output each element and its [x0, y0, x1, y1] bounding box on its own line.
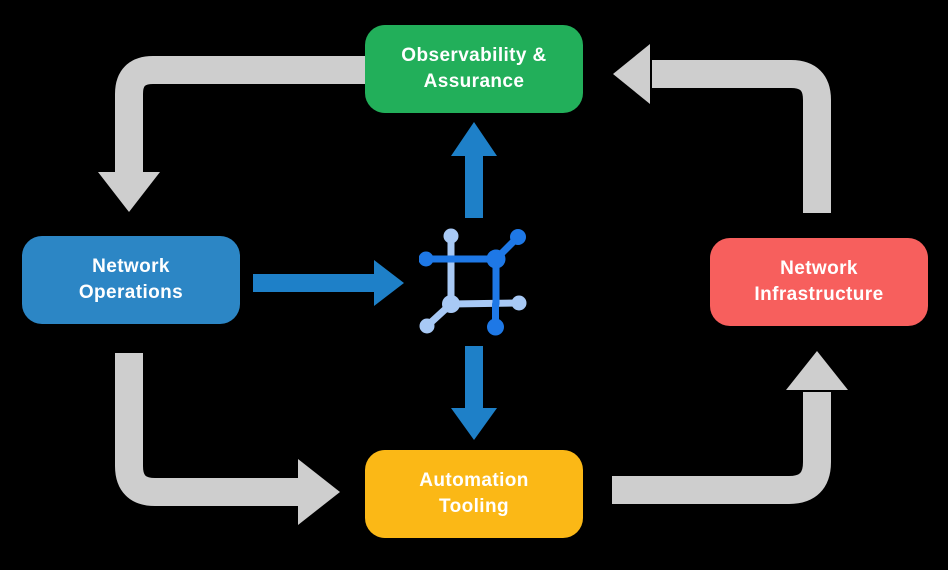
arrow-operations-to-center [253, 260, 404, 306]
arrow-shaft [612, 392, 831, 504]
arrow-head [298, 459, 340, 525]
node-label: Observability & Assurance [401, 45, 547, 92]
icon-node [419, 251, 434, 267]
node-network-operations: Network Operations [22, 236, 240, 324]
node-label: Network Operations [78, 256, 184, 303]
arrow-head [786, 351, 848, 390]
node-automation-tooling: Automation Tooling [365, 450, 583, 538]
icon-line [447, 299, 523, 308]
icon-node [511, 295, 527, 311]
arrow-shaft [115, 353, 302, 506]
arrow-head [374, 260, 404, 306]
icon-node [487, 318, 504, 336]
node-observability-assurance: Observability & Assurance [365, 25, 583, 113]
arrow-shaft [115, 56, 370, 176]
node-network-infrastructure: Network Infrastructure [710, 238, 928, 326]
arrow-operations-to-automation [115, 353, 340, 525]
icon-node [419, 318, 435, 334]
arrow-head [451, 122, 497, 156]
arrow-infrastructure-to-observability [613, 44, 831, 213]
icon-node [486, 249, 506, 269]
network-mesh-icon [419, 228, 527, 336]
arrow-head [98, 172, 160, 212]
arrow-center-to-automation [451, 346, 497, 440]
arrow-shaft [652, 60, 831, 213]
arrow-head [613, 44, 650, 104]
node-label: Automation Tooling [419, 470, 529, 517]
icon-node [442, 295, 460, 313]
arrow-head [451, 408, 497, 440]
arrow-automation-to-infrastructure [612, 351, 848, 504]
arrow-center-to-observability [451, 122, 497, 218]
icon-node [510, 229, 526, 245]
arrow-observability-to-operations [98, 56, 370, 212]
node-label: Network Infrastructure [754, 258, 884, 305]
icon-node [443, 228, 459, 244]
